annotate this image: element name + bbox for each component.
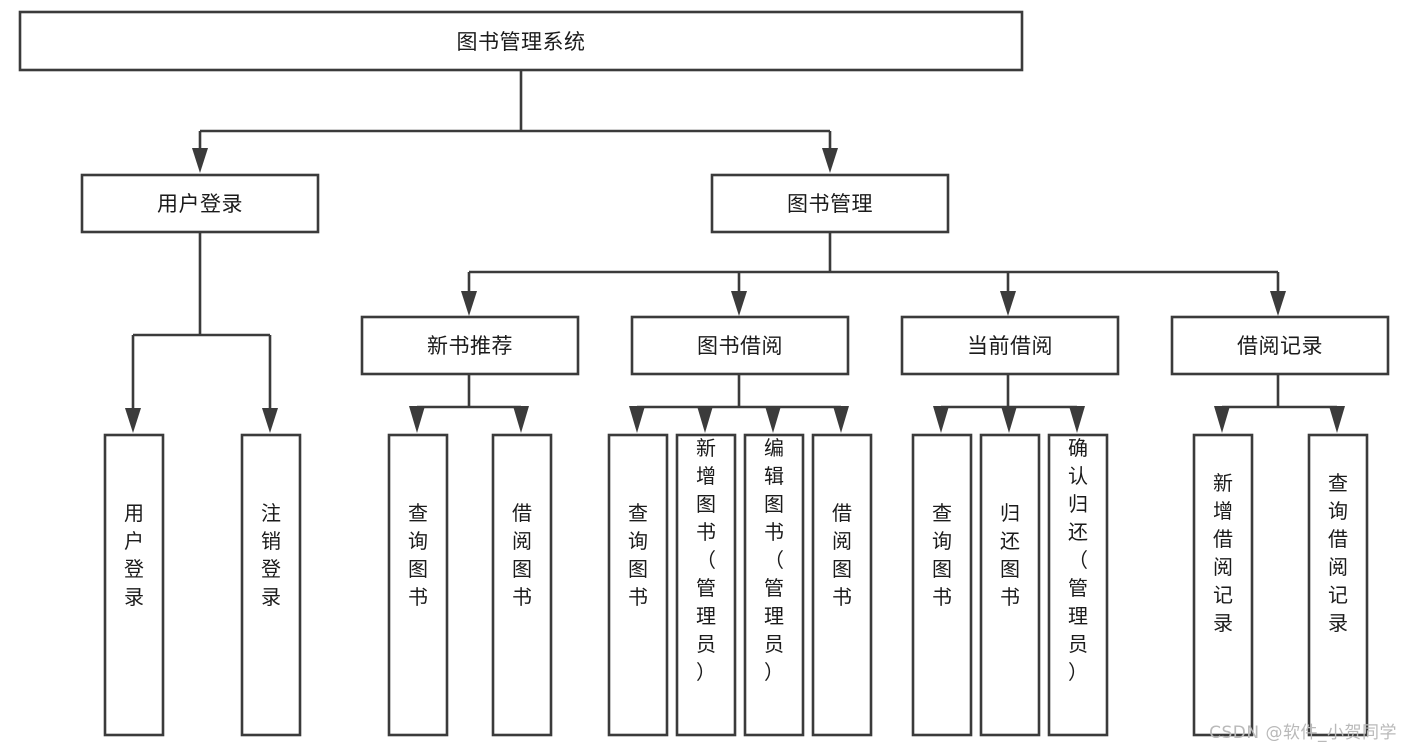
leaf-borrow-book-2-label: 借阅图书 — [832, 501, 852, 609]
node-book-management-label: 图书管理 — [787, 192, 873, 216]
node-new-book-recommend[interactable]: 新书推荐 — [360, 315, 580, 376]
leaf-user-login-label: 用户登录 — [124, 501, 144, 609]
leaf-edit-book-box[interactable] — [743, 433, 805, 737]
arrow-head-icon — [697, 406, 713, 433]
connector-group-book-borrow — [629, 375, 849, 433]
leaf-add-record-label: 新增借阅记录 — [1213, 471, 1233, 635]
node-user-login-box[interactable] — [80, 173, 320, 234]
arrow-head-icon — [822, 148, 838, 173]
connector-group-root — [192, 70, 838, 173]
leaf-node-return-book[interactable]: 归还图书 — [979, 433, 1041, 737]
arrow-head-icon — [192, 148, 208, 173]
arrow-head-icon — [731, 291, 747, 316]
leaf-query-book-1-box[interactable] — [387, 433, 449, 737]
connector-group-book-management — [461, 232, 1286, 316]
arrow-head-icon — [1000, 291, 1016, 316]
node-root[interactable]: 图书管理系统 — [18, 10, 1024, 72]
arrow-head-icon — [933, 406, 949, 433]
arrow-head-icon — [262, 408, 278, 433]
arrow-head-icon — [1329, 406, 1345, 433]
leaf-borrow-book-1-label: 借阅图书 — [512, 501, 532, 609]
node-current-borrow[interactable]: 当前借阅 — [900, 315, 1120, 376]
node-root-label: 图书管理系统 — [457, 30, 586, 54]
arrow-head-icon — [1270, 291, 1286, 316]
leaf-node-borrow-book-2[interactable]: 借阅图书 — [811, 433, 873, 737]
arrow-head-icon — [125, 408, 141, 433]
leaf-user-login-box[interactable] — [103, 433, 165, 737]
node-user-login-label: 用户登录 — [157, 192, 243, 216]
connector-group-new-book-recommend — [409, 375, 529, 433]
leaf-confirm-return-box[interactable] — [1047, 433, 1109, 737]
node-book-management[interactable]: 图书管理 — [710, 173, 950, 234]
leaf-node-confirm-return[interactable]: 确认归还（管理员） — [1047, 433, 1109, 737]
leaf-user-logout-box[interactable] — [240, 433, 302, 737]
leaf-edit-book-label: 编辑图书（管理员） — [764, 436, 784, 684]
leaf-query-book-1-label: 查询图书 — [408, 501, 428, 609]
leaf-confirm-return-label: 确认归还（管理员） — [1068, 436, 1088, 684]
node-new-book-recommend-label: 新书推荐 — [427, 334, 513, 358]
arrow-head-icon — [765, 406, 781, 433]
leaf-node-query-book-2[interactable]: 查询图书 — [607, 433, 669, 737]
leaf-node-query-book-1[interactable]: 查询图书 — [387, 433, 449, 737]
leaf-node-user-logout[interactable]: 注销登录 — [240, 433, 302, 737]
node-book-borrow-label: 图书借阅 — [697, 334, 783, 358]
node-current-borrow-label: 当前借阅 — [967, 334, 1053, 358]
leaf-node-add-record[interactable]: 新增借阅记录 — [1192, 433, 1254, 737]
node-book-borrow[interactable]: 图书借阅 — [630, 315, 850, 376]
leaf-node-query-book-3[interactable]: 查询图书 — [911, 433, 973, 737]
leaf-query-book-2-label: 查询图书 — [628, 501, 648, 609]
node-borrow-record[interactable]: 借阅记录 — [1170, 315, 1390, 376]
arrow-head-icon — [629, 406, 645, 433]
leaf-add-book-label: 新增图书（管理员） — [696, 436, 716, 684]
arrow-head-icon — [1214, 406, 1230, 433]
leaf-query-book-2-box[interactable] — [607, 433, 669, 737]
leaf-user-logout-label: 注销登录 — [261, 501, 281, 609]
leaf-node-add-book[interactable]: 新增图书（管理员） — [675, 433, 737, 737]
leaf-return-book-box[interactable] — [979, 433, 1041, 737]
leaf-node-edit-book[interactable]: 编辑图书（管理员） — [743, 433, 805, 737]
arrow-head-icon — [409, 406, 425, 433]
leaf-node-borrow-book-1[interactable]: 借阅图书 — [491, 433, 553, 737]
node-user-login[interactable]: 用户登录 — [80, 173, 320, 234]
node-borrow-record-box[interactable] — [1170, 315, 1390, 376]
connector-group-current-borrow — [933, 375, 1085, 433]
node-borrow-record-label: 借阅记录 — [1237, 334, 1323, 358]
node-book-management-box[interactable] — [710, 173, 950, 234]
leaf-query-book-3-box[interactable] — [911, 433, 973, 737]
arrow-head-icon — [833, 406, 849, 433]
leaf-return-book-label: 归还图书 — [1000, 501, 1020, 609]
connector-group-user-login — [125, 232, 278, 433]
leaf-add-book-box[interactable] — [675, 433, 737, 737]
node-book-borrow-box[interactable] — [630, 315, 850, 376]
leaf-add-record-box[interactable] — [1192, 433, 1254, 737]
leaf-borrow-book-2-box[interactable] — [811, 433, 873, 737]
node-new-book-recommend-box[interactable] — [360, 315, 580, 376]
leaf-node-query-record[interactable]: 查询借阅记录 — [1307, 433, 1369, 737]
leaf-query-record-box[interactable] — [1307, 433, 1369, 737]
leaf-query-book-3-label: 查询图书 — [932, 501, 952, 609]
leaf-query-record-label: 查询借阅记录 — [1328, 471, 1348, 635]
arrow-head-icon — [1001, 406, 1017, 433]
csdn-watermark: CSDN @软件_小贺同学 — [1209, 723, 1397, 743]
arrow-head-icon — [461, 291, 477, 316]
leaf-borrow-book-1-box[interactable] — [491, 433, 553, 737]
leaf-node-user-login[interactable]: 用户登录 — [103, 433, 165, 737]
node-current-borrow-box[interactable] — [900, 315, 1120, 376]
arrow-head-icon — [1069, 406, 1085, 433]
connector-group-borrow-record — [1214, 375, 1345, 433]
arrow-head-icon — [513, 406, 529, 433]
node-root-box[interactable] — [18, 10, 1024, 72]
